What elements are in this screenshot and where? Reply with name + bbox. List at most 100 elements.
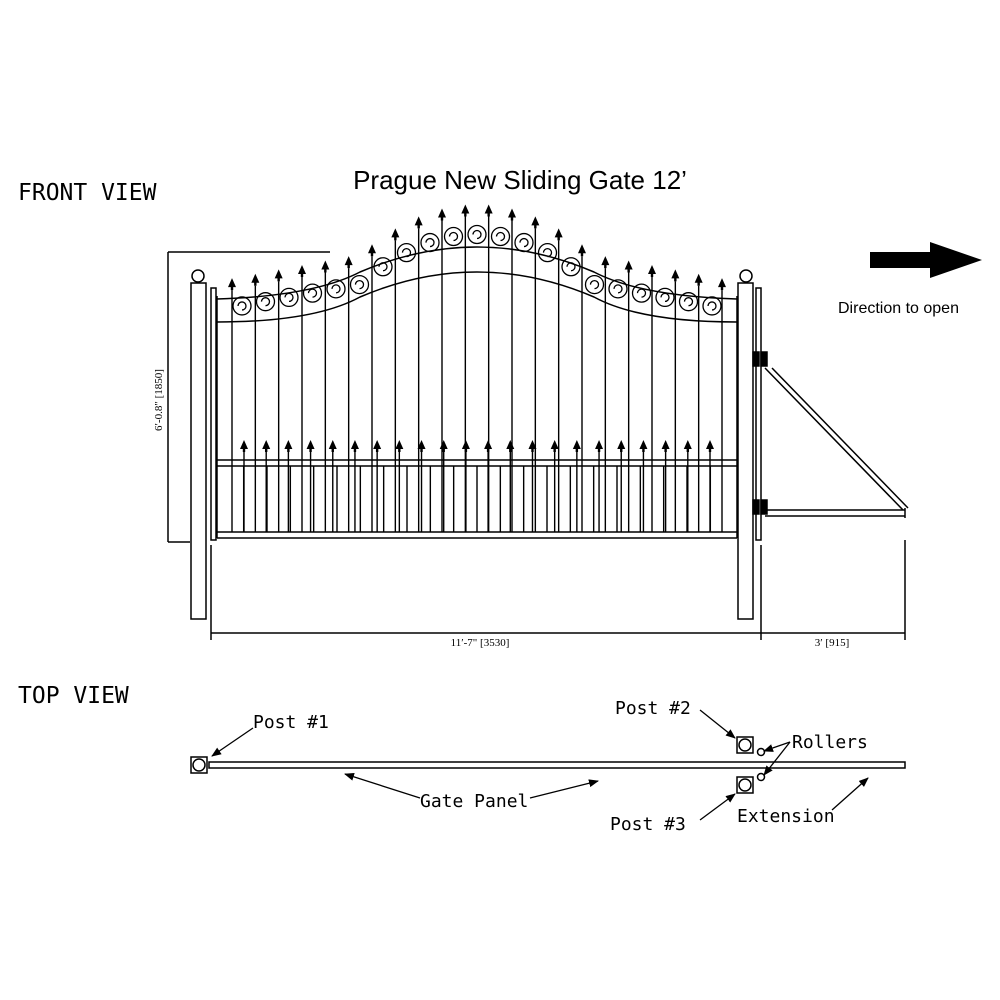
spear-tip-icon: [240, 440, 248, 452]
spear-tip-icon: [531, 216, 540, 229]
spear-tip-icon: [391, 228, 400, 241]
spear-tip-icon: [648, 264, 656, 277]
scroll-curl: [566, 262, 576, 272]
direction-arrow-icon: [870, 242, 982, 278]
scroll-curl: [519, 237, 529, 248]
top-post-1: [190, 756, 208, 774]
scroll-ornament: [608, 279, 628, 299]
spear-tip-icon: [484, 204, 493, 217]
spear-tip-icon: [414, 216, 423, 229]
front-view-drawing: [167, 246, 909, 640]
spear-tip-icon: [694, 273, 703, 286]
scroll-ornament: [279, 287, 299, 308]
scroll-curl: [378, 262, 388, 272]
front-post-2: [737, 282, 754, 620]
spear-tip-icon: [262, 440, 271, 452]
diagram-title: Prague New Sliding Gate 12’: [353, 165, 687, 195]
post-3-label: Post #3: [610, 814, 686, 835]
spear-tip-icon: [228, 278, 236, 291]
spear-tip-icon: [572, 440, 581, 452]
scroll-curl: [495, 231, 506, 242]
spear-tip-icon: [439, 440, 448, 452]
spear-tip-icon: [624, 260, 633, 273]
spear-tip-icon: [298, 264, 306, 277]
spear-tip-icon: [368, 244, 376, 257]
spear-tip-icon: [595, 440, 604, 452]
scroll-curl: [307, 288, 318, 298]
spear-tip-icon: [508, 208, 516, 221]
roller-bottom: [756, 772, 766, 782]
spear-tip-icon: [321, 260, 330, 273]
scroll-curl: [636, 288, 647, 298]
spear-tip-icon: [718, 278, 726, 291]
spear-tip-icon: [578, 244, 586, 257]
spear-tip-icon: [274, 269, 283, 282]
spear-tips: [228, 204, 726, 452]
spear-tip-icon: [350, 440, 359, 452]
scroll-curl: [707, 301, 717, 311]
scroll-ornament: [561, 257, 581, 277]
scroll-curl: [284, 292, 294, 303]
scroll-curl: [660, 292, 670, 303]
spear-tip-icon: [306, 440, 315, 452]
spear-tip-icon: [617, 440, 626, 452]
post-2-label: Post #2: [615, 698, 691, 719]
spear-tip-icon: [328, 440, 337, 452]
scroll-ornament: [678, 292, 699, 312]
spear-tip-icon: [344, 256, 353, 269]
scroll-ornament: [420, 232, 440, 253]
spear-tip-icon: [639, 440, 648, 452]
post-1-label: Post #1: [253, 712, 329, 733]
rollers-label: Rollers: [792, 732, 868, 753]
spear-tip-icon: [683, 440, 692, 452]
scroll-curl: [237, 301, 247, 311]
gate-scrolls: [232, 224, 722, 316]
scroll-ornament: [443, 226, 464, 247]
top-gate-panel: [208, 761, 906, 769]
scroll-ornament: [490, 226, 511, 247]
scroll-ornament: [255, 292, 276, 312]
scroll-curl: [354, 279, 365, 290]
scroll-ornament: [537, 243, 558, 263]
spear-tip-icon: [528, 440, 537, 452]
spear-tip-icon: [438, 208, 446, 221]
spear-tip-icon: [506, 440, 515, 452]
top-post-2: [736, 736, 754, 754]
scroll-ornament: [232, 296, 252, 316]
scroll-curl: [331, 284, 341, 294]
extension-dimension-label: 3′ [915]: [815, 637, 849, 649]
front-post-1: [190, 282, 207, 620]
spear-tip-icon: [661, 440, 670, 452]
scroll-ornament: [302, 283, 323, 303]
spear-tip-icon: [706, 440, 714, 452]
spear-tip-icon: [601, 256, 610, 269]
scroll-curl: [448, 231, 459, 242]
spear-tip-icon: [461, 204, 470, 217]
scroll-ornament: [702, 296, 722, 316]
scroll-ornament: [467, 224, 487, 245]
spear-tip-icon: [251, 273, 260, 286]
spear-tip-icon: [461, 440, 470, 452]
scroll-ornament: [326, 279, 346, 299]
scroll-curl: [260, 297, 271, 307]
gate-panel-label: Gate Panel: [420, 791, 528, 812]
spear-tip-icon: [284, 440, 293, 452]
gate-pickets: [231, 216, 723, 532]
roller-top: [756, 747, 766, 757]
top-view-leaders: [211, 709, 869, 821]
scroll-ornament: [373, 257, 393, 277]
width-dimension-label: 11′-7" [3530]: [451, 637, 510, 649]
scroll-ornament: [584, 274, 605, 295]
scroll-curl: [683, 297, 694, 307]
scroll-curl: [401, 248, 412, 258]
extension-label: Extension: [737, 806, 835, 827]
scroll-curl: [472, 229, 482, 240]
spear-tip-icon: [373, 440, 382, 452]
spear-tip-icon: [417, 440, 426, 452]
spear-tip-icon: [484, 440, 493, 452]
scroll-ornament: [396, 243, 417, 263]
top-view-drawing: [190, 736, 906, 794]
front-view-heading: FRONT VIEW: [18, 180, 157, 206]
scroll-curl: [613, 284, 623, 294]
